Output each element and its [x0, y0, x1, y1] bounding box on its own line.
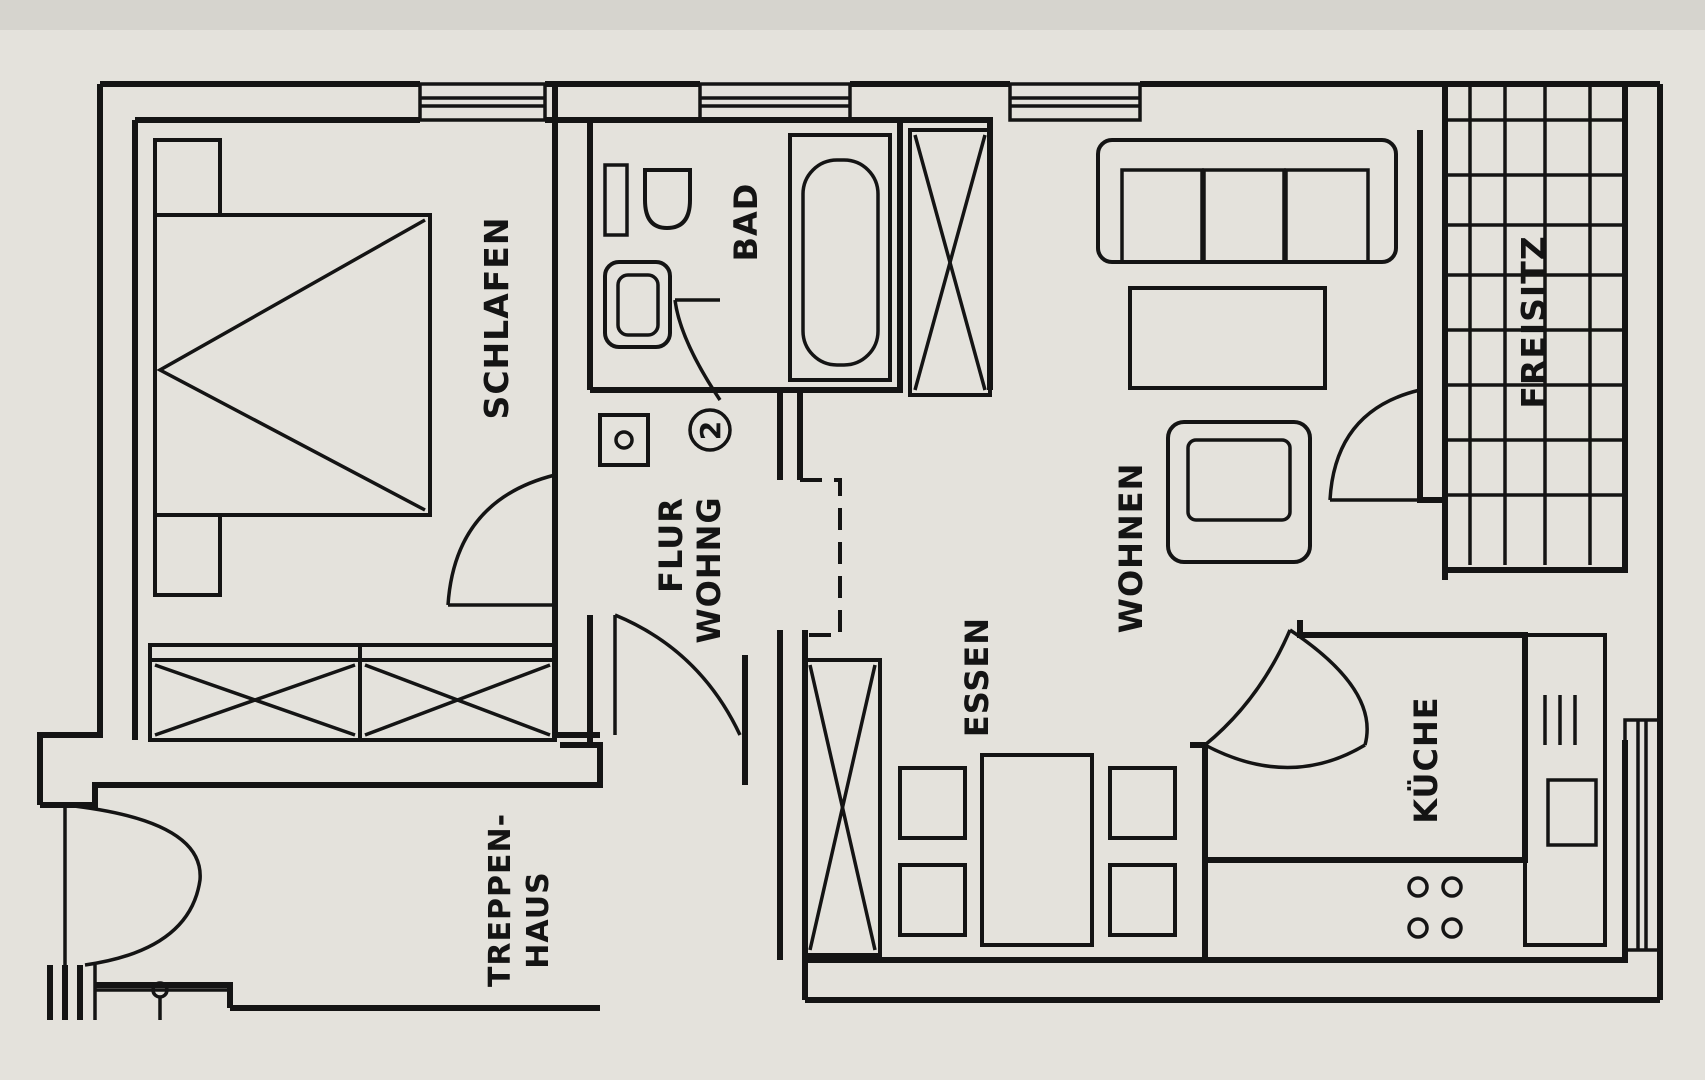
sink: [603, 260, 672, 349]
dining-table: [898, 753, 1177, 947]
bed: [153, 138, 432, 597]
window-right: [1623, 718, 1662, 952]
label-essen: ESSEN: [958, 617, 996, 737]
meter-box: [598, 413, 650, 467]
label-wohnung: WOHNG: [690, 496, 728, 643]
schlafen-door: [446, 473, 558, 615]
armchair: [1166, 420, 1312, 564]
toilet: [603, 163, 692, 237]
wardrobe-hall: [908, 128, 992, 397]
bad-door: [673, 298, 722, 401]
coffee-table: [1128, 286, 1327, 390]
label-flur: FLUR: [652, 497, 690, 593]
kitchen-counter: [1523, 633, 1607, 947]
label-treppenhaus-line1: TREPPEN-: [483, 813, 518, 987]
stove: [1407, 876, 1463, 939]
window-top-1: [418, 82, 547, 122]
label-bad: BAD: [727, 183, 765, 262]
apartment-number-badge: 2: [688, 408, 732, 452]
label-schlafen: SCHLAFEN: [477, 217, 516, 420]
window-top-3: [1008, 82, 1142, 122]
exterior-walls: [37, 81, 1663, 1011]
kitchen-door: [1203, 628, 1369, 770]
label-apartment-number: 2: [694, 420, 727, 440]
freisitz-grid: [1445, 85, 1625, 565]
opening-dashed: [800, 478, 842, 637]
wardrobe-schlafen: [148, 643, 557, 742]
balcony-door: [1328, 280, 1423, 502]
paper-top-edge: [0, 0, 1705, 30]
bathtub: [788, 133, 892, 382]
entry-door: [613, 613, 742, 736]
label-treppenhaus-line2: HAUS: [521, 871, 556, 968]
label-freisitz: FREISITZ: [1514, 235, 1553, 408]
stairwell-door: [47, 803, 230, 1020]
label-wohnen: WOHNEN: [1112, 463, 1150, 634]
label-kueche: KÜCHE: [1407, 696, 1445, 823]
wardrobe-essen: [803, 658, 882, 957]
sofa: [1096, 138, 1398, 264]
